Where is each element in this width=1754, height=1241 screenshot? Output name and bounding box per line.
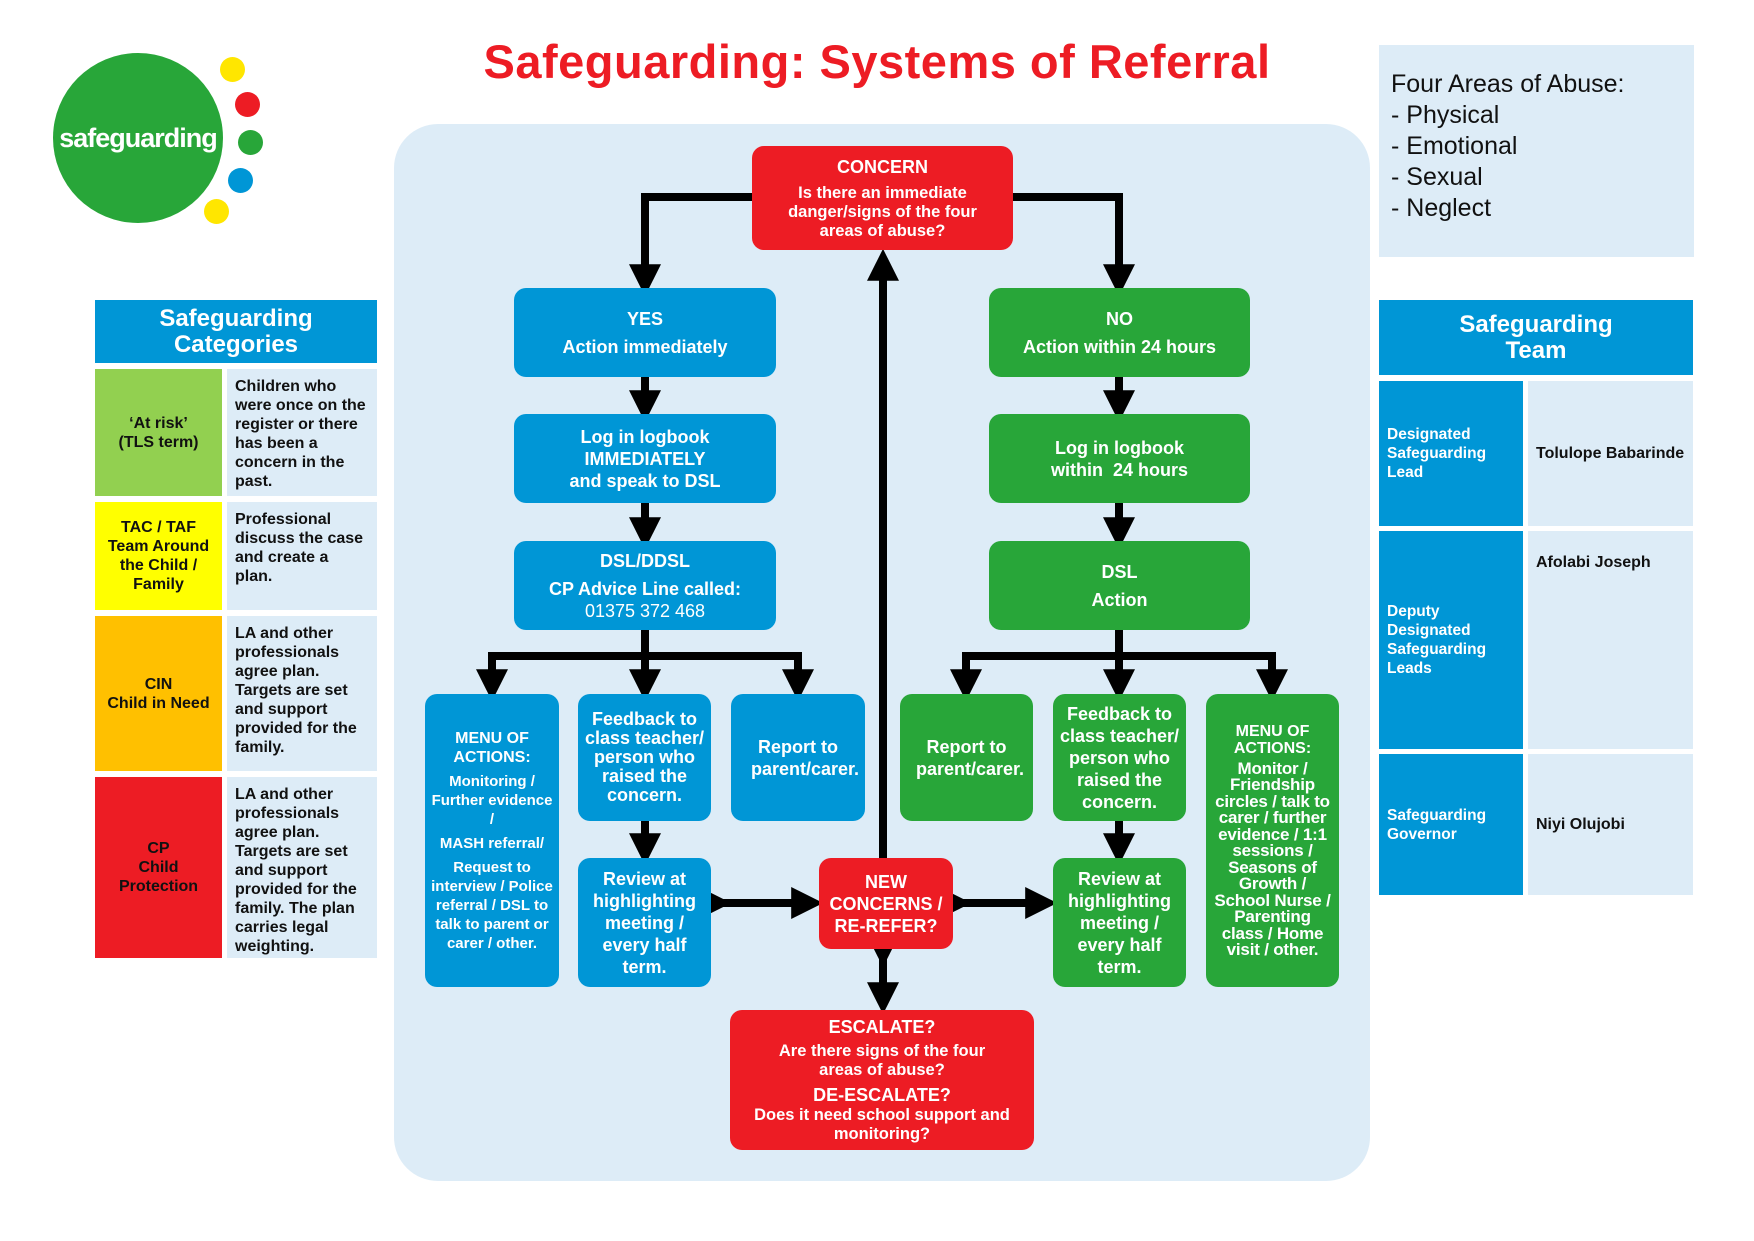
team-member-name: Afolabi Joseph (1536, 554, 1651, 571)
abuse-area-item: - Neglect (1391, 194, 1492, 222)
team-member-name: Niyi Olujobi (1536, 815, 1625, 833)
yes-log-line: and speak to DSL (569, 470, 721, 491)
category-description: LA and other professionals agree plan. T… (227, 777, 377, 958)
yes-menu-heading: MENU OF ACTIONS: (453, 729, 531, 766)
category-name-cell: CP Child Protection (95, 777, 222, 958)
team-role-cell: Safeguarding Governor (1379, 754, 1523, 895)
category-name: TAC / TAF Team Around the Child / Family (107, 519, 210, 593)
yes-menu-node: MENU OF ACTIONS: Monitoring / Further ev… (425, 694, 559, 987)
no-menu-text: Monitor / Friendship circles / talk to c… (1214, 758, 1331, 959)
no-review-node: Review at highlighting meeting / every h… (1053, 858, 1186, 987)
team-role: Designated Safeguarding Lead (1387, 426, 1487, 481)
team-name-cell: Niyi Olujobi (1528, 754, 1693, 895)
advice-line-phone: 01375 372 468 (584, 600, 706, 621)
category-name-cell: TAC / TAF Team Around the Child / Family (95, 502, 222, 610)
category-description: Children who were once on the register o… (227, 369, 377, 496)
categories-heading: Safeguarding Categories (95, 300, 377, 363)
no-text: Action within 24 hours (1022, 336, 1216, 357)
concern-title: CONCERN (836, 156, 928, 177)
no-dsl-text: Action (1091, 589, 1148, 610)
abuse-areas-box: Four Areas of Abuse: - Physical - Emotio… (1379, 45, 1694, 257)
no-dsl-node: DSL Action (989, 541, 1250, 630)
escalate-node: ESCALATE? Are there signs of the four ar… (730, 1010, 1034, 1150)
team-role-cell: Deputy Designated Safeguarding Leads (1379, 531, 1523, 749)
yes-dsl-node: DSL/DDSL CP Advice Line called: 01375 37… (514, 541, 776, 630)
yes-text: Action immediately (562, 336, 728, 357)
abuse-area-item: - Emotional (1391, 132, 1518, 160)
team-heading: Safeguarding Team (1379, 300, 1693, 375)
review-text: Review at highlighting meeting / every h… (593, 868, 696, 977)
report-text: Report to parent/carer. (916, 736, 1025, 779)
abuse-areas-heading: Four Areas of Abuse: (1391, 70, 1625, 98)
deescalate-question: Does it need school support and monitori… (754, 1106, 1010, 1143)
deescalate-title: DE-ESCALATE? (813, 1085, 951, 1105)
yes-report-node: Report to parent/carer. (731, 694, 865, 821)
yes-title: YES (626, 308, 664, 329)
yes-review-node: Review at highlighting meeting / every h… (578, 858, 711, 987)
escalate-question: Are there signs of the four areas of abu… (778, 1042, 986, 1079)
feedback-text: Feedback to class teacher/ person who ra… (584, 709, 705, 805)
yes-log-line: IMMEDIATELY (584, 448, 706, 469)
arrow-concern-to-no (1013, 193, 1135, 297)
team-role-cell: Designated Safeguarding Lead (1379, 381, 1523, 526)
category-description: LA and other professionals agree plan. T… (227, 616, 377, 771)
escalate-title: ESCALATE? (828, 1017, 936, 1037)
logo-dot-red-icon (235, 92, 260, 117)
feedback-text: Feedback to class teacher/ person who ra… (1059, 703, 1180, 812)
yes-feedback-node: Feedback to class teacher/ person who ra… (578, 694, 711, 821)
review-text: Review at highlighting meeting / every h… (1068, 868, 1171, 977)
abuse-area-item: - Sexual (1391, 163, 1483, 191)
no-log-node: Log in logbook within 24 hours (989, 414, 1250, 503)
logo-dot-yellow-icon (220, 57, 245, 82)
page-title: Safeguarding: Systems of Referral (483, 35, 1271, 88)
logo-text: safeguarding (59, 122, 218, 153)
no-feedback-node: Feedback to class teacher/ person who ra… (1053, 694, 1186, 821)
concern-node: CONCERN Is there an immediate danger/sig… (752, 146, 1013, 250)
yes-menu-item: Monitoring / Further evidence / (431, 772, 553, 828)
advice-line-label: CP Advice Line called: (548, 578, 742, 599)
yes-log-node: Log in logbook IMMEDIATELY and speak to … (514, 414, 776, 503)
team-name-cell: Afolabi Joseph (1528, 531, 1693, 749)
report-text: Report to parent/carer. (751, 736, 860, 779)
category-name-cell: ‘At risk’ (TLS term) (95, 369, 222, 496)
category-name: ‘At risk’ (TLS term) (118, 414, 199, 451)
no-report-node: Report to parent/carer. (900, 694, 1033, 821)
category-name: CP Child Protection (118, 840, 199, 895)
logo-dot-blue-icon (228, 168, 253, 193)
team-name-cell: Tolulope Babarinde (1528, 381, 1693, 526)
concern-question: Is there an immediate danger/signs of th… (788, 183, 977, 240)
yes-dsl-title: DSL/DDSL (600, 550, 690, 571)
yes-menu-item: Request to interview / Police referral /… (431, 858, 553, 952)
abuse-area-item: - Physical (1391, 101, 1500, 129)
yes-menu-item: MASH referral/ (439, 834, 545, 852)
no-menu-node: MENU OF ACTIONS: Monitor / Friendship ci… (1206, 694, 1339, 987)
yes-node: YES Action immediately (514, 288, 776, 377)
category-name: CIN Child in Need (107, 675, 210, 712)
no-log-line: Log in logbook (1055, 437, 1184, 458)
no-title: NO (1106, 308, 1133, 329)
no-log-line: within 24 hours (1050, 459, 1188, 480)
new-concerns-text: NEW CONCERNS / RE-REFER? (829, 871, 943, 936)
yes-log-line: Log in logbook (580, 426, 710, 447)
team-member-name: Tolulope Babarinde (1536, 444, 1685, 462)
safeguarding-logo: safeguarding (53, 53, 223, 223)
no-menu-heading: MENU OF ACTIONS: (1233, 722, 1312, 757)
team-role: Deputy Designated Safeguarding Leads (1387, 603, 1487, 677)
no-dsl-title: DSL (1101, 561, 1138, 582)
category-description: Professional discuss the case and create… (227, 502, 377, 610)
arrow-concern-to-yes (629, 193, 752, 297)
no-node: NO Action within 24 hours (989, 288, 1250, 377)
new-concerns-node: NEW CONCERNS / RE-REFER? (819, 858, 953, 949)
logo-dot-yellow2-icon (204, 199, 229, 224)
logo-dot-green-icon (238, 130, 263, 155)
categories-heading-text: Safeguarding Categories (159, 304, 313, 358)
team-heading-text: Safeguarding Team (1459, 310, 1613, 364)
category-name-cell: CIN Child in Need (95, 616, 222, 771)
team-role: Safeguarding Governor (1387, 806, 1487, 843)
